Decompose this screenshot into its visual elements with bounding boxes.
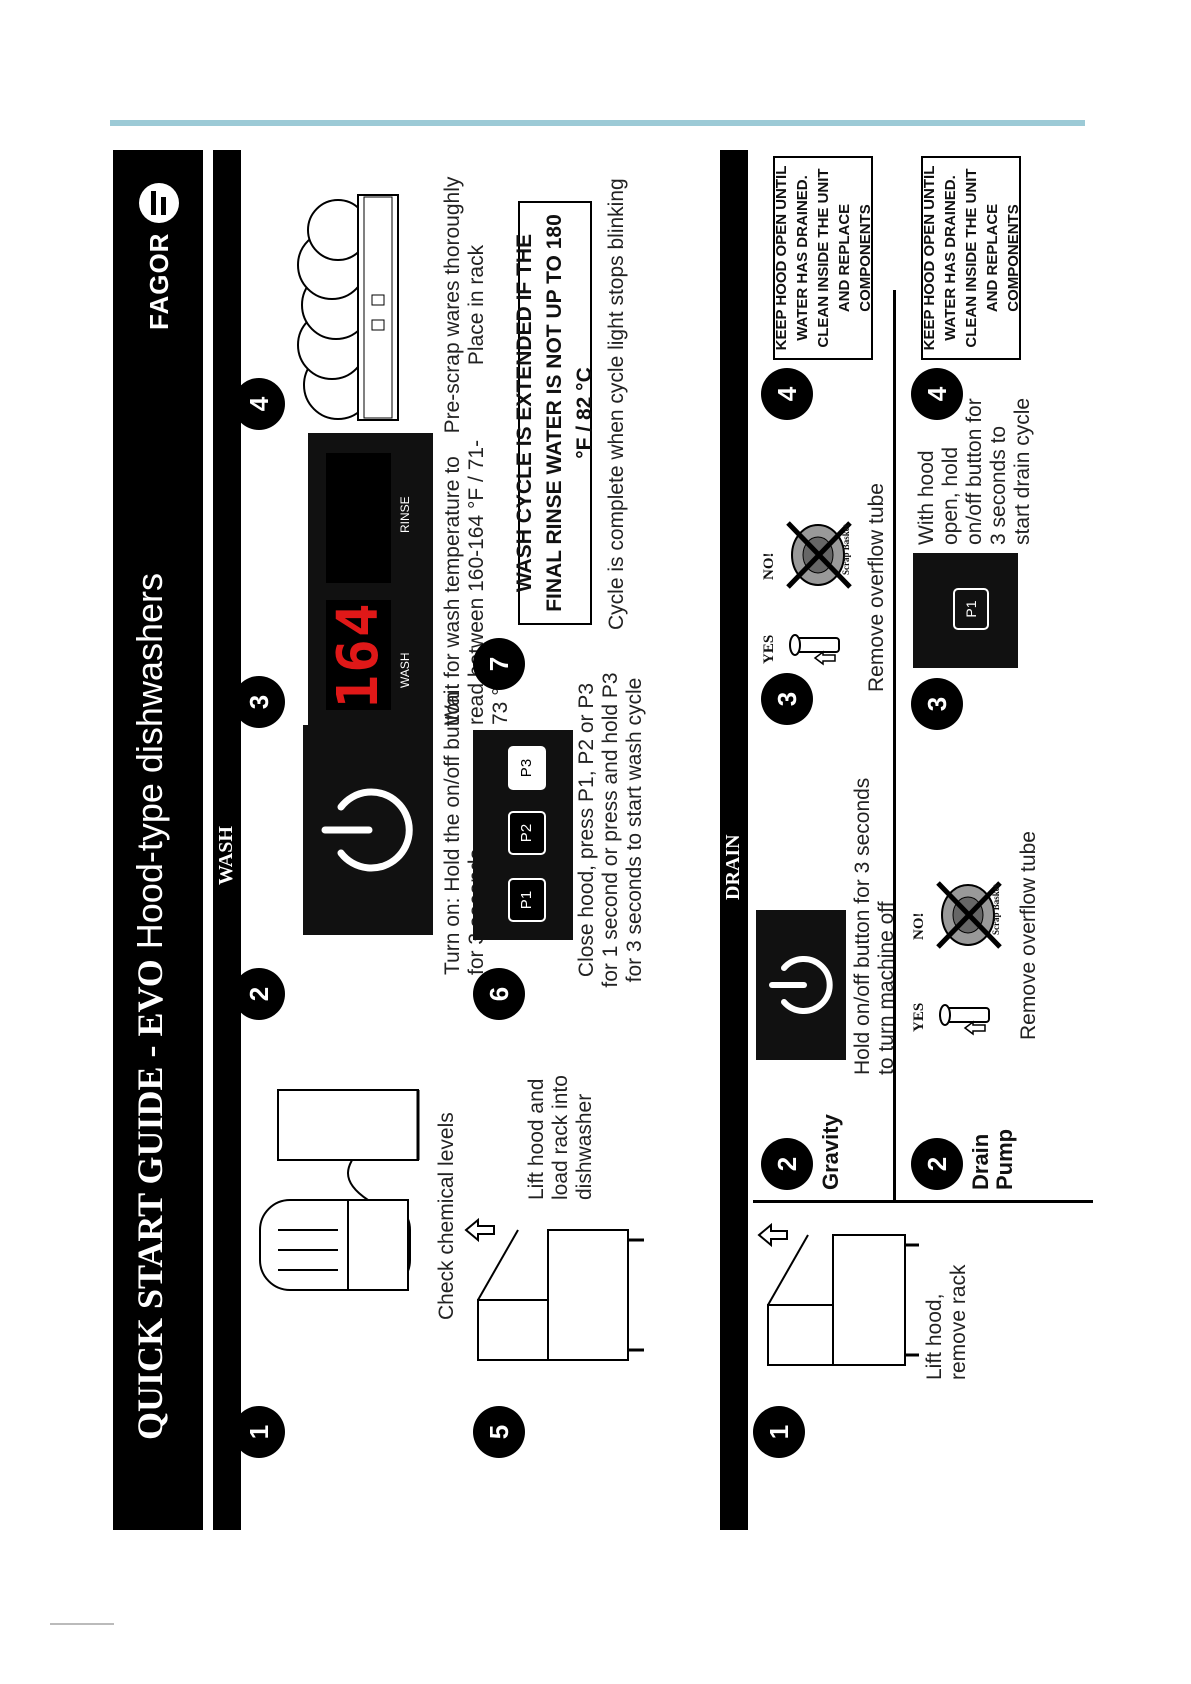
gravity-no-label: NO! [761, 552, 777, 581]
wash-step-5-badge: 5 [473, 1406, 525, 1458]
pump-yes-label: YES [911, 1002, 927, 1032]
pump-step-3-badge: 3 [911, 678, 963, 730]
brand-name: FAGOR [143, 232, 174, 330]
power-icon [321, 788, 413, 872]
rinse-temperature-readout [326, 453, 391, 583]
temperature-display: 164 WASH RINSE [308, 433, 433, 728]
brand-mark-icon [139, 182, 179, 223]
title-bar: QUICK START GUIDE - EVO Hood-type dishwa… [113, 150, 203, 1530]
chemical-containers-icon [259, 1089, 420, 1291]
gravity-step-3-badge: 3 [761, 673, 813, 725]
overflow-tube-icon-pump [939, 1004, 990, 1036]
drain-section-bar: DRAIN [720, 150, 748, 1530]
program-button-p1[interactable]: P1 [508, 878, 546, 922]
top-accent-rule [110, 120, 1085, 126]
wash-temperature-readout: 164 [326, 600, 391, 710]
rinse-temperature-warning: WASH CYCLE IS EXTENDED IF THE FINAL RINS… [513, 201, 596, 625]
wash-display-label: WASH [398, 652, 412, 688]
footer-rule [50, 1623, 114, 1625]
power-button-panel-off [756, 910, 846, 1060]
gravity-step-2-badge: 2 [761, 1138, 813, 1190]
scrap-basket-label: Scrap Basket [841, 524, 851, 575]
pump-drain-warning: KEEP HOOD OPEN UNTIL WATER HAS DRAINED. … [921, 156, 1022, 360]
brand-logo: FAGOR [139, 182, 179, 330]
wash-step-2-badge: 2 [233, 968, 285, 1020]
drain-divider-vertical [753, 1200, 1093, 1203]
scrap-basket-crossed-icon [786, 521, 852, 589]
wash-step-4-text: Pre-scrap wares thoroughly Place in rack [441, 176, 488, 434]
gravity-step-3-text: Remove overflow tube [865, 483, 888, 692]
gravity-step-2-text: Hold on/off button for 3 seconds to turn… [851, 777, 898, 1075]
rinse-display-label: RINSE [398, 496, 412, 533]
scrap-basket-label-pump: Scrap Basket [991, 884, 1001, 935]
pump-no-label: NO! [911, 912, 927, 941]
program-button-p3[interactable]: P3 [508, 746, 546, 790]
pump-step-2-badge: 2 [911, 1138, 963, 1190]
hood-dishwasher-lift-icon [757, 1222, 919, 1366]
wash-step-5-text: Lift hood and load rack into dishwasher [525, 1075, 596, 1200]
pump-step-4-badge: 4 [911, 368, 963, 420]
quick-start-poster: QUICK START GUIDE - EVO Hood-type dishwa… [113, 150, 1093, 1530]
wash-step-1-badge: 1 [233, 1406, 285, 1458]
wash-step-7-text: Cycle is complete when cycle light stops… [605, 178, 628, 630]
drain-pump-label: Drain Pump [968, 1128, 1017, 1190]
gravity-label: Gravity [818, 1114, 843, 1190]
drain-step-1-text: Lift hood, remove rack [923, 1264, 970, 1380]
power-icon-off [769, 956, 833, 1014]
wash-section-title: WASH [215, 826, 237, 885]
gravity-step-4-badge: 4 [761, 368, 813, 420]
wash-step-6-badge: 6 [473, 968, 525, 1020]
program-button-panel: P1 P2 P3 [473, 730, 573, 940]
page-title: QUICK START GUIDE - EVO Hood-type dishwa… [129, 573, 170, 1440]
pump-program-button-p1[interactable]: P1 [953, 588, 989, 630]
wash-step-7-badge: 7 [473, 638, 525, 690]
pump-program-panel: P1 [913, 553, 1018, 668]
gravity-drain-warning: KEEP HOOD OPEN UNTIL WATER HAS DRAINED. … [773, 156, 874, 360]
drain-section-title: DRAIN [722, 834, 744, 900]
power-button-panel [303, 725, 433, 935]
pump-step-2-text: Remove overflow tube [1017, 831, 1040, 1040]
drain-step-1-badge: 1 [753, 1406, 805, 1458]
program-button-p2[interactable]: P2 [508, 811, 546, 855]
wash-step-3-badge: 3 [233, 676, 285, 728]
gravity-yes-label: YES [761, 634, 777, 664]
overflow-tube-icon [789, 634, 840, 666]
wash-step-6-text: Close hood, press P1, P2 or P3 for 1 sec… [575, 672, 646, 988]
scrap-basket-crossed-icon-pump [936, 881, 1002, 949]
dish-rack-icon [297, 194, 399, 421]
wash-section-bar: WASH [213, 150, 241, 1530]
hood-dishwasher-open-icon [464, 1217, 644, 1361]
wash-step-1-text: Check chemical levels [435, 1112, 458, 1320]
